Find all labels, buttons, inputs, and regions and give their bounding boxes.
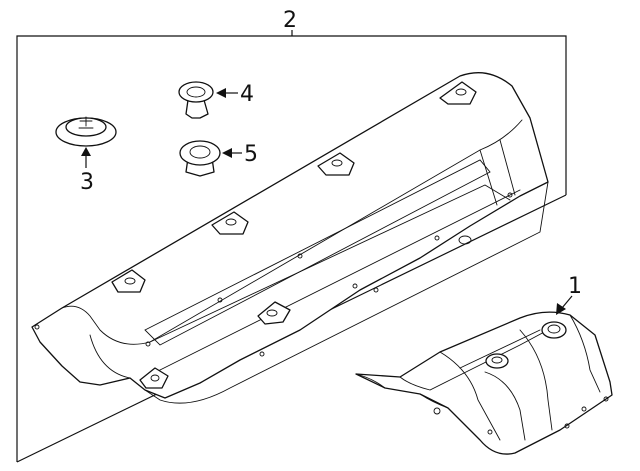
callout-4-arrow [216, 88, 226, 98]
callout-1-leader [561, 295, 573, 309]
nut-5-icon [179, 140, 221, 177]
bolt-washer-icon [55, 116, 117, 147]
callout-1-label: 1 [568, 274, 582, 299]
underbody-shield-icon [31, 72, 549, 404]
callout-3-label: 3 [80, 170, 94, 195]
callout-3-arrow [81, 147, 91, 156]
heat-shield-icon [355, 311, 613, 455]
callout-4-label: 4 [240, 82, 254, 107]
callout-5-label: 5 [244, 142, 258, 167]
callout-2-label: 2 [283, 8, 297, 33]
callout-5-arrow [222, 148, 232, 158]
callout-1-arrow [556, 303, 566, 315]
assembly-bracket-frame [16, 35, 567, 462]
nut-4-icon [178, 81, 214, 119]
